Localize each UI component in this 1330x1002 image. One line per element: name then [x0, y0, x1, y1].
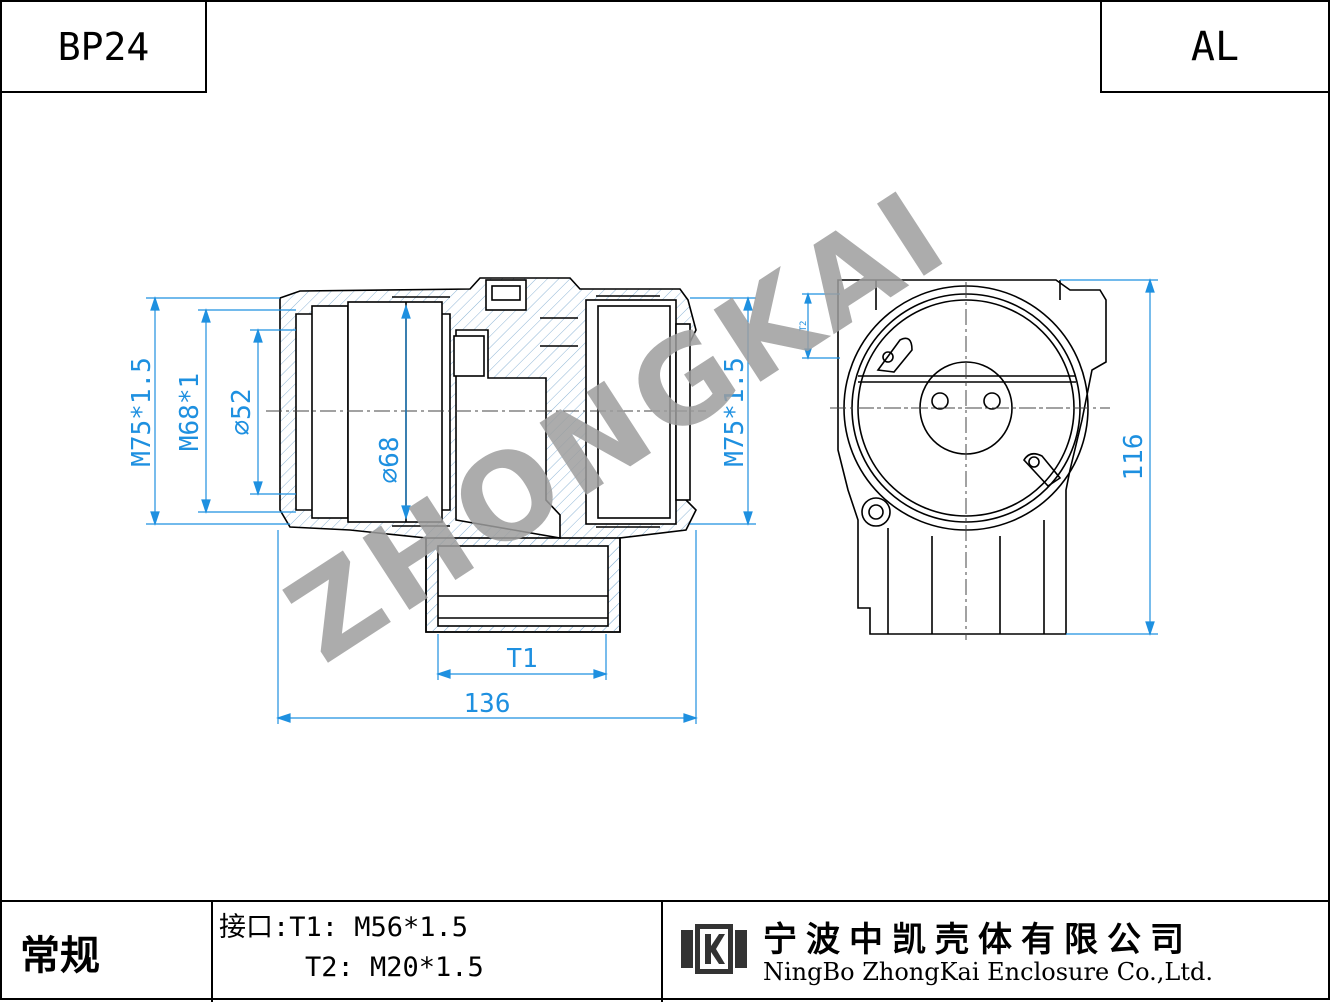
material-code: AL [1190, 23, 1240, 70]
dim-m75-left: M75*1.5 [127, 357, 157, 467]
material-box: AL [1100, 0, 1330, 93]
company-name-en: NingBo ZhongKai Enclosure Co.,Ltd. [763, 958, 1213, 986]
dimension-labels: M75*1.5 M68*1 ⌀52 ⌀68 M75*1.5 T1 136 116… [127, 321, 1149, 719]
dim-d52: ⌀52 [227, 389, 257, 436]
dim-m68: M68*1 [175, 373, 205, 451]
type-cell: 常规 [0, 902, 213, 1002]
right-flange [675, 323, 691, 501]
dim-width: 136 [464, 689, 511, 719]
hole-right [983, 392, 1001, 410]
top-boss-inner [491, 285, 521, 301]
clip-right-pin [1028, 456, 1040, 468]
technical-drawing: M75*1.5 M68*1 ⌀52 ⌀68 M75*1.5 T1 136 116… [127, 162, 1158, 724]
clip-left-pin [882, 351, 894, 363]
dim-d68: ⌀68 [375, 437, 405, 484]
pin-block [453, 335, 485, 377]
port-t1-spec: 接口:T1: M56*1.5 [219, 912, 469, 943]
hole-left [931, 392, 949, 410]
left-bore-step [311, 305, 349, 519]
title-block: 常规 接口:T1: M56*1.5 T2: M20*1.5 宁波中凯壳体有限公司… [0, 900, 1330, 1002]
port-t2-spec: T2: M20*1.5 [305, 952, 484, 983]
enclosure-type: 常规 [20, 933, 100, 979]
left-bore-seat [347, 301, 443, 523]
section-view [279, 277, 697, 633]
mount-hole-inner [868, 504, 884, 520]
clip-left [876, 337, 913, 373]
dim-height: 116 [1119, 434, 1149, 481]
dim-t2: T2 [799, 321, 809, 332]
clip-right [1023, 452, 1062, 488]
model-code-box: BP24 [0, 0, 207, 93]
outlet-bore [437, 545, 609, 627]
model-code: BP24 [57, 24, 150, 69]
right-bore-inner [597, 305, 671, 519]
center-channel [455, 329, 561, 539]
end-view-outline [837, 279, 1107, 635]
dim-m75-right: M75*1.5 [720, 357, 750, 467]
company-name-cn: 宁波中凯壳体有限公司 [763, 920, 1193, 960]
dim-t1: T1 [506, 644, 537, 674]
mount-hole-outer [861, 497, 891, 527]
ports-cell: 接口:T1: M56*1.5 T2: M20*1.5 [213, 902, 663, 1002]
zk-logo-icon [681, 924, 747, 974]
dimension-lines [146, 278, 1158, 724]
company-cell: 宁波中凯壳体有限公司 NingBo ZhongKai Enclosure Co.… [663, 902, 1330, 1002]
